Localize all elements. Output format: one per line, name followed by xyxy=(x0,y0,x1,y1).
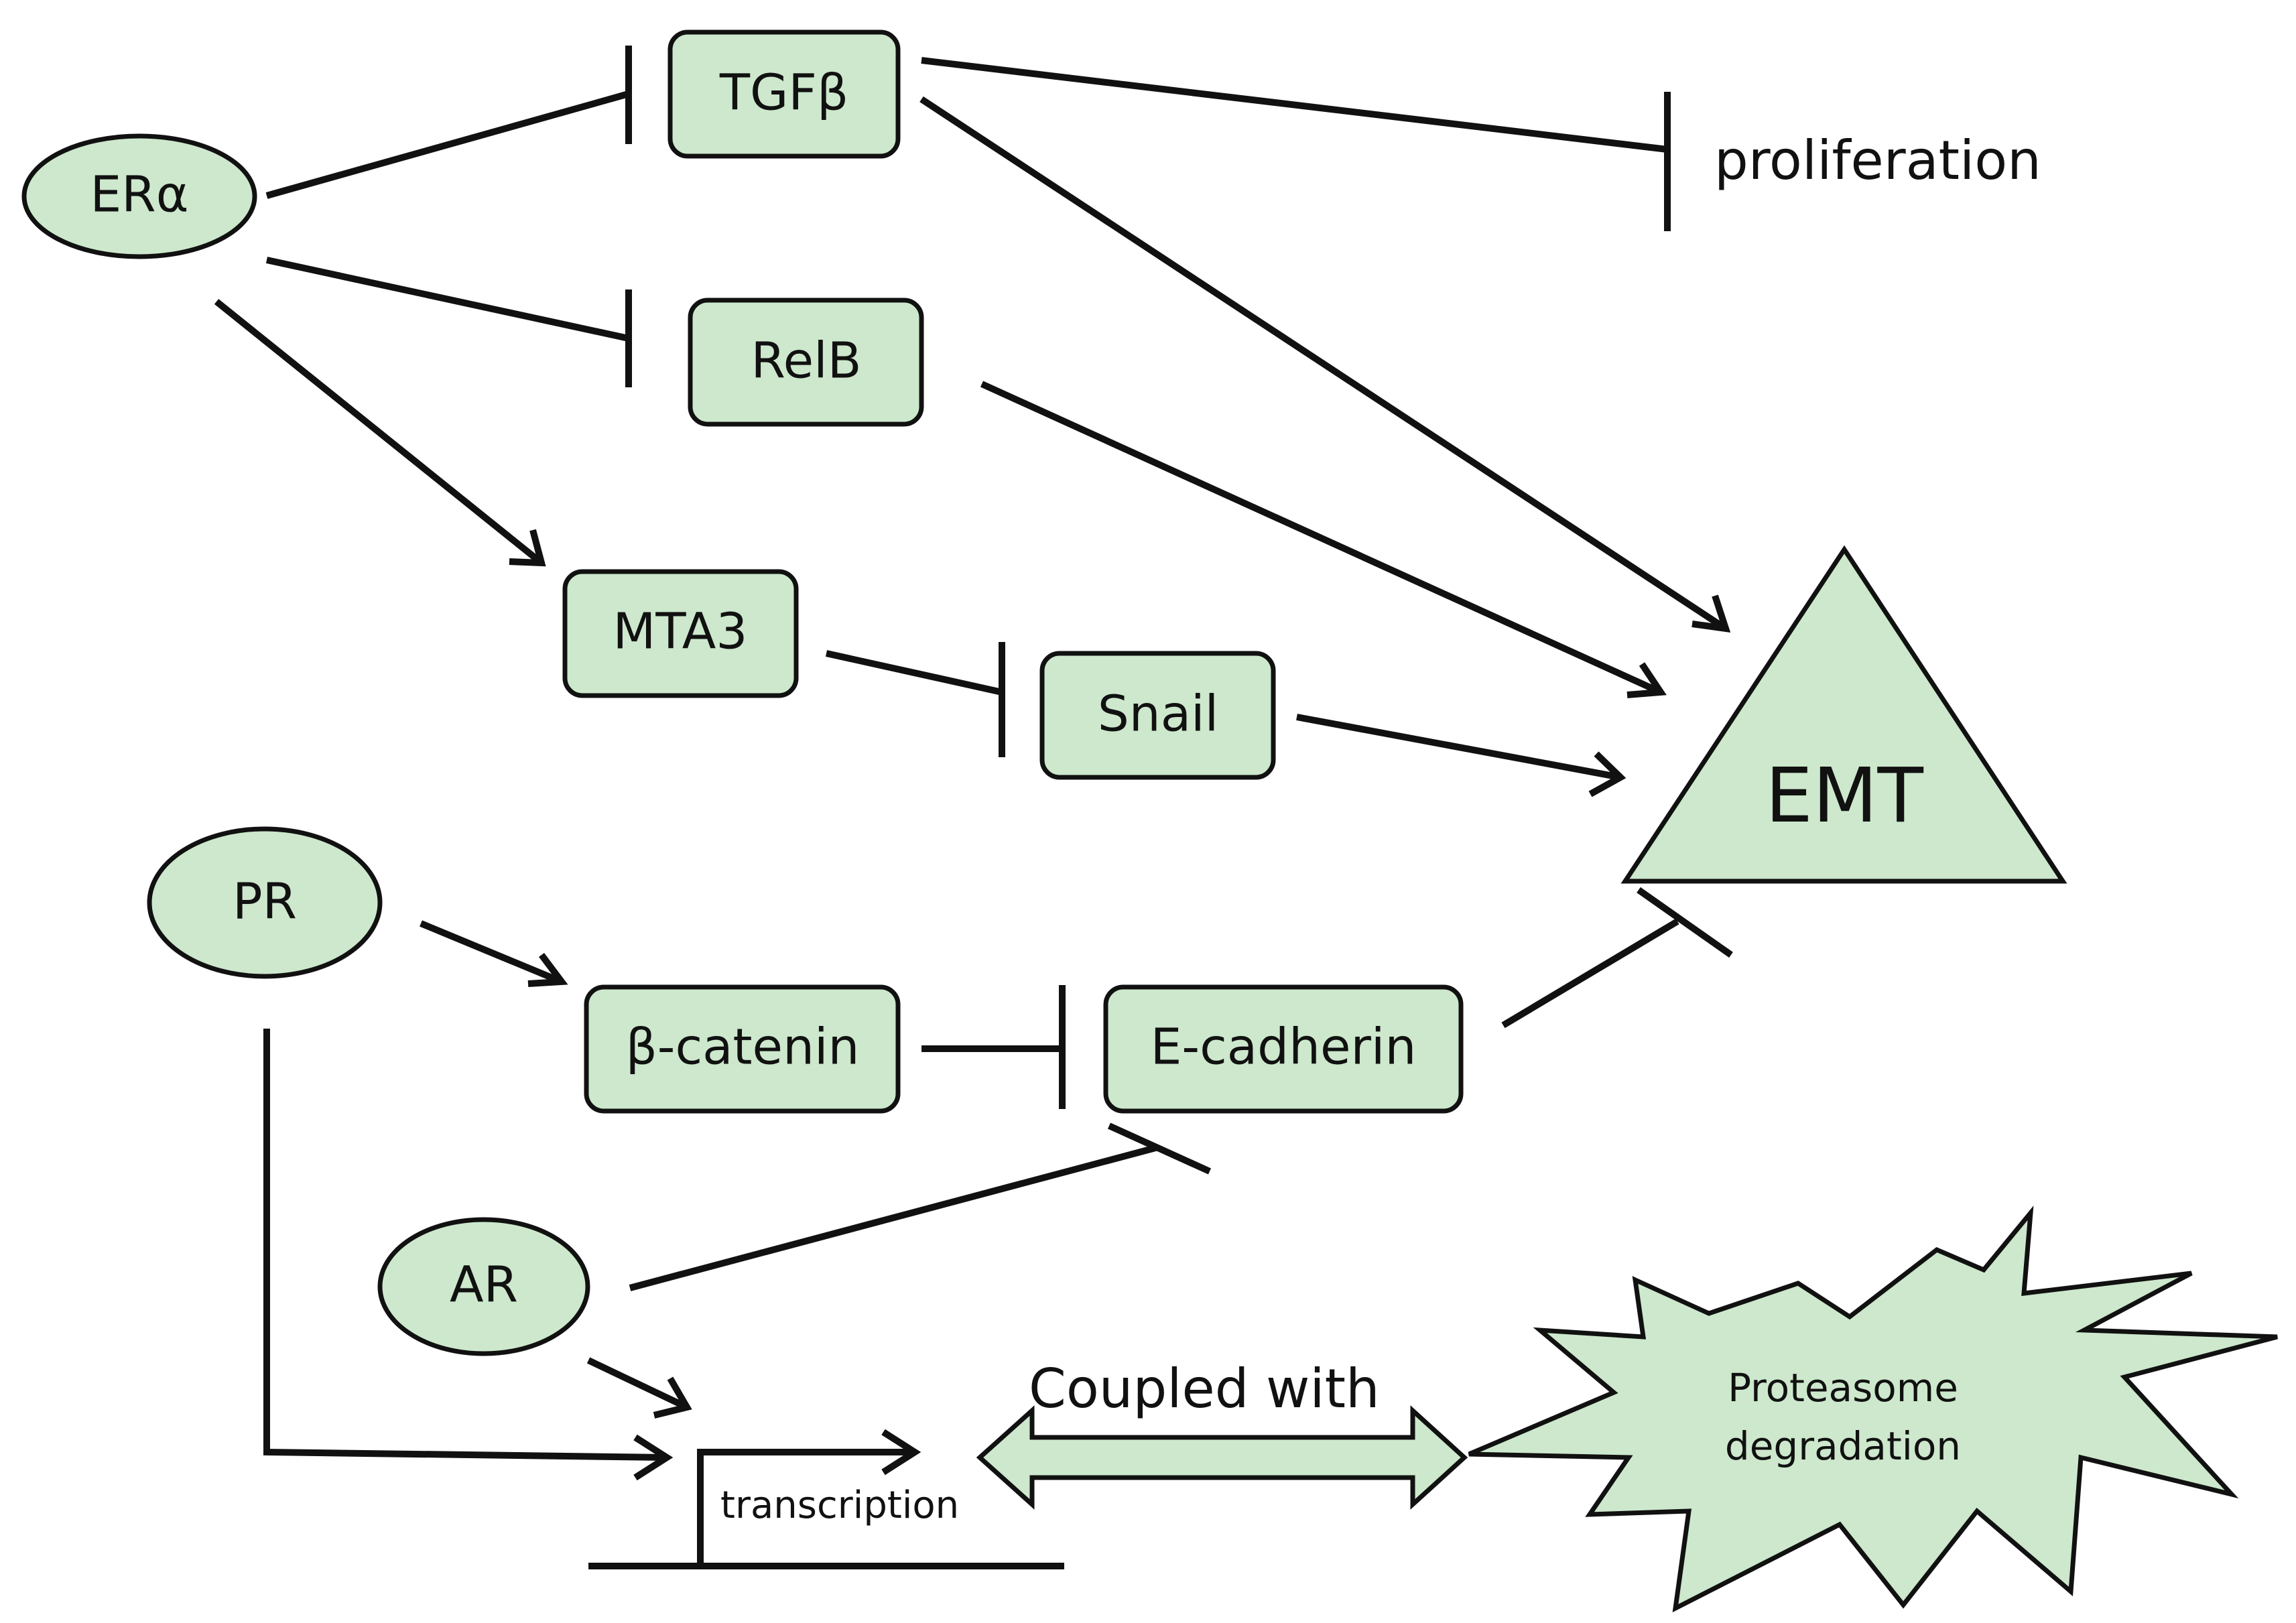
node-snail: Snail xyxy=(1039,651,1276,780)
edge-ar-inhibits-ecadherin xyxy=(629,1144,1159,1291)
snail-label: Snail xyxy=(1098,686,1218,743)
edge-era-inhibits-relb xyxy=(265,257,630,342)
edge-ecadherin-inhibits-emt-bar xyxy=(1637,887,1733,958)
ar-ellipse xyxy=(377,1217,590,1356)
edge-tgfb-inhibits-proliferation xyxy=(921,57,1668,153)
pr-ellipse xyxy=(147,826,383,979)
proteasome-starburst xyxy=(1468,1206,2278,1613)
coupled-double-arrow xyxy=(976,1405,1468,1510)
edge-relb-activates-emt xyxy=(980,381,1663,696)
transcription-promoter-arrow-head xyxy=(881,1429,921,1476)
coupled-with-label: Coupled with xyxy=(1029,1358,1380,1420)
node-pr: PR xyxy=(147,826,383,979)
edges xyxy=(214,46,1733,1569)
transcription-label: transcription xyxy=(720,1484,959,1527)
node-era: ERα xyxy=(21,133,257,259)
mta3-label: MTA3 xyxy=(613,603,747,661)
edge-pr-activates-transcription-head xyxy=(633,1434,674,1481)
edge-pr-activates-bcatenin-head xyxy=(527,953,568,987)
edge-pr-activates-bcatenin xyxy=(420,920,563,985)
bcatenin-box xyxy=(584,984,901,1114)
relb-label: RelB xyxy=(751,332,862,390)
proliferation-label: proliferation xyxy=(1714,129,2041,192)
edge-relb-activates-emt-head xyxy=(1627,662,1667,698)
edge-mta3-inhibits-snail xyxy=(825,650,1003,696)
pr-label: PR xyxy=(233,873,297,931)
tgfb-label: TGFβ xyxy=(719,64,848,122)
edge-ar-activates-transcription-head xyxy=(653,1376,692,1419)
node-bcatenin: β-catenin xyxy=(584,984,901,1114)
edge-ar-inhibits-ecadherin-bar xyxy=(1107,1122,1212,1175)
snail-box xyxy=(1039,651,1276,780)
node-ar: AR xyxy=(377,1217,590,1356)
tgfb-box xyxy=(667,29,901,159)
edge-tgfb-activates-emt-head xyxy=(1692,594,1731,633)
node-mta3: MTA3 xyxy=(562,569,799,698)
edge-ecadherin-inhibits-emt xyxy=(1501,918,1679,1029)
ecadherin-box xyxy=(1103,984,1464,1114)
proteasome-label-line1: Proteasome xyxy=(1728,1365,1958,1411)
bcatenin-label: β-catenin xyxy=(626,1019,860,1076)
node-emt: EMT xyxy=(1620,545,2067,884)
node-proteasome: Proteasome degradation xyxy=(1468,1206,2278,1613)
edge-snail-activates-emt xyxy=(1296,714,1621,781)
emt-triangle xyxy=(1620,545,2067,884)
mta3-box xyxy=(562,569,799,698)
node-ecadherin: E-cadherin xyxy=(1103,984,1464,1114)
proteasome-label-line2: degradation xyxy=(1725,1423,1961,1469)
era-ellipse xyxy=(21,133,257,259)
edge-era-inhibits-tgfb xyxy=(265,90,630,199)
edge-ar-activates-transcription xyxy=(586,1357,689,1411)
transcription-promoter-arrow xyxy=(697,1449,915,1566)
edge-era-activates-mta3 xyxy=(214,299,544,566)
ecadherin-label: E-cadherin xyxy=(1151,1019,1417,1076)
edge-tgfb-activates-emt xyxy=(919,96,1728,632)
node-relb: RelB xyxy=(688,298,924,427)
node-tgfb: TGFβ xyxy=(667,29,901,159)
ar-label: AR xyxy=(450,1256,518,1314)
edge-snail-activates-emt-head xyxy=(1588,751,1627,797)
edge-era-activates-mta3-head xyxy=(509,529,546,567)
era-label: ERα xyxy=(90,166,189,224)
emt-label: EMT xyxy=(1765,753,1923,840)
edge-pr-activates-transcription xyxy=(263,1029,667,1461)
relb-box xyxy=(688,298,924,427)
